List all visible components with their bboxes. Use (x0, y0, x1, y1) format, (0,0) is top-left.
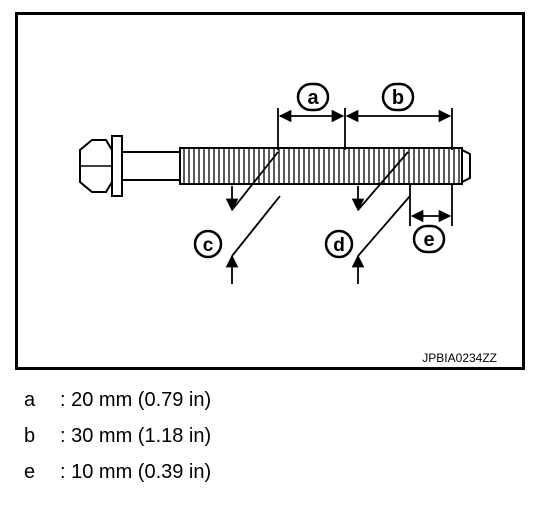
bolt-diagram: a b c d e JPBIA0234ZZ (79, 82, 497, 365)
dimension-e (409, 184, 453, 226)
callout-d: d (324, 229, 354, 259)
legend-value: : 20 mm (0.79 in) (60, 389, 212, 411)
callout-e: e (412, 224, 446, 254)
callout-a-label: a (307, 87, 319, 109)
legend-key: a (24, 389, 36, 411)
legend-key: e (24, 461, 36, 483)
bolt-shank (121, 151, 181, 181)
bolt-flange (111, 135, 123, 197)
bolt (79, 135, 471, 197)
callout-c-label: c (203, 235, 214, 256)
callout-d-label: d (333, 235, 345, 256)
thread-lines (183, 149, 460, 183)
legend-row-e: e : 10 mm (0.39 in) (24, 460, 211, 484)
callout-b: b (381, 82, 415, 112)
callout-e-label: e (423, 229, 434, 251)
legend-row-b: b : 30 mm (1.18 in) (24, 424, 211, 448)
figure-code: JPBIA0234ZZ (422, 351, 497, 365)
callout-a: a (296, 82, 330, 112)
callout-c: c (193, 229, 223, 259)
bolt-thread (179, 147, 463, 185)
dimension-ab (277, 108, 453, 150)
marker-d (351, 151, 411, 284)
callout-b-label: b (392, 87, 404, 109)
legend-key: b (24, 425, 36, 447)
bolt-tip (461, 148, 471, 184)
legend-value: : 30 mm (1.18 in) (60, 425, 212, 447)
legend-row-a: a : 20 mm (0.79 in) (24, 388, 211, 412)
marker-c (225, 151, 281, 284)
legend-value: : 10 mm (0.39 in) (60, 461, 212, 483)
